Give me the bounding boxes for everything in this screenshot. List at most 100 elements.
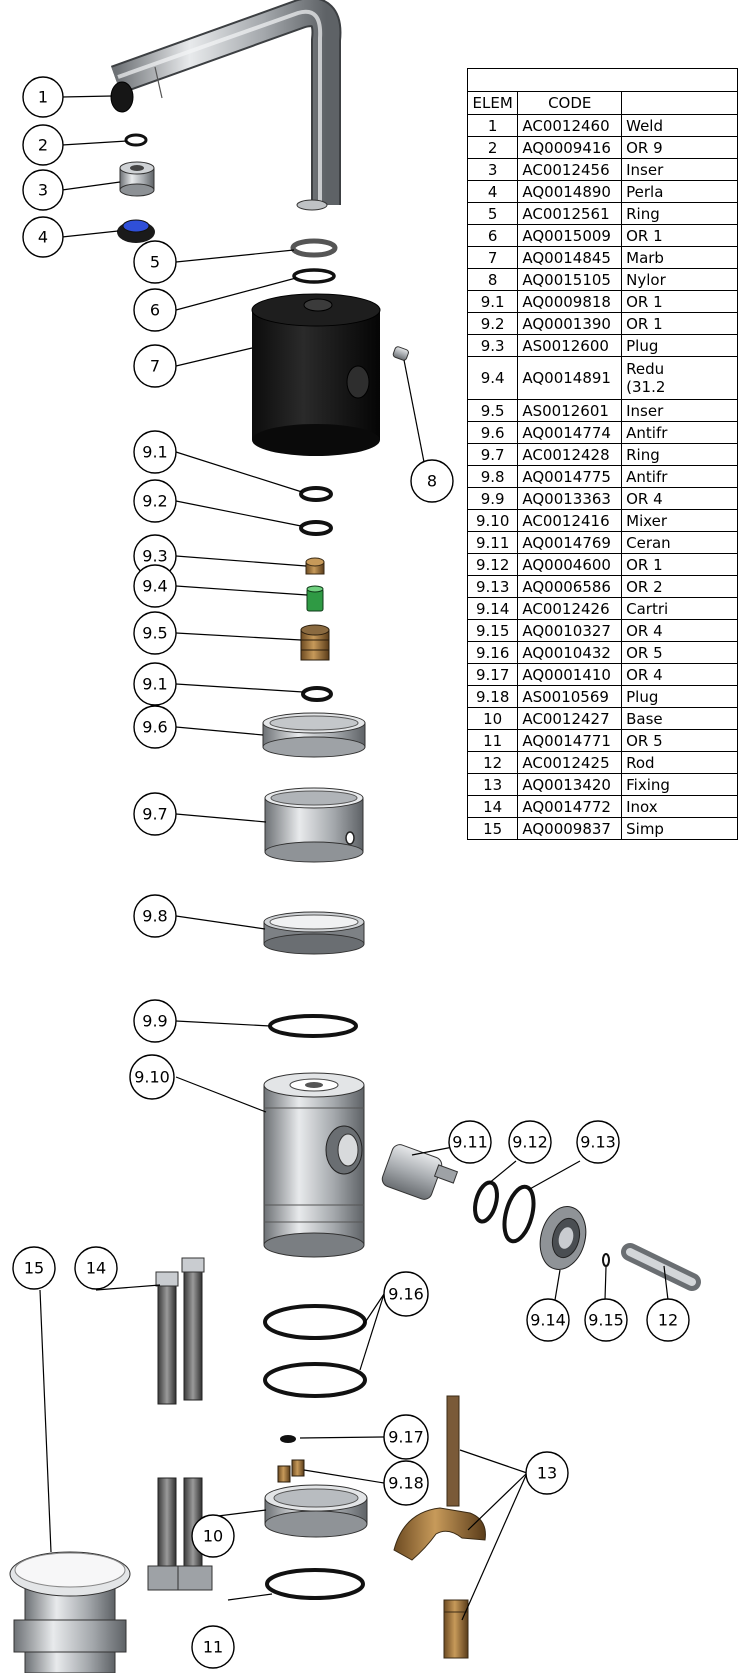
- bom-cell-description: Rod: [621, 751, 738, 774]
- bom-cell-elem: 9.6: [466, 421, 519, 444]
- bom-cell-code: AS0012601: [517, 399, 623, 422]
- ring-part-9-7: [264, 787, 364, 863]
- bom-cell-code: AQ0001390: [517, 312, 623, 335]
- svg-text:9.17: 9.17: [388, 1428, 424, 1447]
- callout-14: 14: [74, 1246, 118, 1290]
- leader-lines: [39, 95, 669, 1621]
- bom-cell-description: Ring: [621, 443, 738, 466]
- bom-cell-elem: 9.11: [466, 531, 519, 554]
- svg-text:9.13: 9.13: [580, 1133, 616, 1152]
- callout-12: 12: [646, 1298, 690, 1342]
- bom-cell-elem: 2: [466, 136, 519, 159]
- bom-cell-code: AQ0006586: [517, 575, 623, 598]
- bom-cell-elem: 9.1: [466, 290, 519, 313]
- callout-8: 8: [410, 459, 454, 503]
- antifriction-ring-part-9-8: [263, 911, 365, 955]
- bom-cell-code: AQ0013420: [517, 773, 623, 796]
- bom-header-code: CODE: [517, 91, 623, 115]
- callout-9-14: 9.14: [526, 1298, 570, 1342]
- bom-cell-description: Marb: [621, 246, 738, 269]
- svg-text:2: 2: [38, 136, 48, 155]
- svg-text:9.7: 9.7: [142, 805, 167, 824]
- callout-9-1-b: 9.1: [133, 662, 177, 706]
- o-ring-part-6: [292, 268, 336, 284]
- callout-9-3: 9.3: [133, 534, 177, 578]
- callout-6: 6: [133, 288, 177, 332]
- bom-cell-code: AQ0015009: [517, 224, 623, 247]
- bom-cell-code: AQ0014772: [517, 795, 623, 818]
- bom-cell-elem: 5: [466, 202, 519, 225]
- o-ring-part-2: [124, 133, 148, 147]
- bom-cell-code: AQ0014769: [517, 531, 623, 554]
- bom-cell-elem: 9.15: [466, 619, 519, 642]
- bom-cell-elem: 9.10: [466, 509, 519, 532]
- bom-cell-description: OR 5: [621, 641, 738, 664]
- svg-text:3: 3: [38, 181, 48, 200]
- callout-9-15: 9.15: [584, 1298, 628, 1342]
- antifriction-ring-part-9-6: [262, 712, 366, 758]
- bom-cell-code: AQ0013363: [517, 487, 623, 510]
- base-part-10: [264, 1484, 368, 1538]
- bom-cell-elem: 15: [466, 817, 519, 840]
- bom-cell-elem: 14: [466, 795, 519, 818]
- bom-cell-description: OR 1: [621, 290, 738, 313]
- bom-cell-elem: 4: [466, 180, 519, 203]
- bom-cell-elem: 9.13: [466, 575, 519, 598]
- insert-part-9-5: [300, 624, 330, 661]
- callout-9-2: 9.2: [133, 479, 177, 523]
- bom-cell-description: Mixer: [621, 509, 738, 532]
- mixer-body-part-9-10: [263, 1072, 365, 1258]
- bom-cell-description: Inser: [621, 399, 738, 422]
- bom-cell-code: AS0010569: [517, 685, 623, 708]
- svg-text:9.14: 9.14: [530, 1311, 566, 1330]
- svg-text:12: 12: [658, 1311, 678, 1330]
- bom-cell-description: OR 4: [621, 487, 738, 510]
- bom-cell-description: OR 1: [621, 224, 738, 247]
- svg-text:4: 4: [38, 228, 48, 247]
- svg-text:9.1: 9.1: [142, 443, 167, 462]
- o-ring-part-9-15: [602, 1253, 610, 1267]
- o-ring-part-9-1-b: [301, 686, 333, 702]
- o-ring-part-9-16-b: [263, 1362, 367, 1398]
- bom-cell-description: Ring: [621, 202, 738, 225]
- bom-title-row: [467, 68, 738, 92]
- o-ring-part-9-13: [502, 1184, 536, 1244]
- callout-1: 1: [22, 76, 64, 118]
- bom-cell-elem: 12: [466, 751, 519, 774]
- bom-cell-elem: 9.18: [466, 685, 519, 708]
- svg-text:9.10: 9.10: [134, 1068, 170, 1087]
- bom-cell-elem: 13: [466, 773, 519, 796]
- bom-cell-description: OR 4: [621, 619, 738, 642]
- waste-plug-part-15: [9, 1551, 131, 1673]
- callout-9-10: 9.10: [129, 1054, 175, 1100]
- callout-10: 10: [191, 1514, 235, 1558]
- bom-cell-elem: 9.12: [466, 553, 519, 576]
- callout-9-4: 9.4: [133, 564, 177, 608]
- bom-cell-code: AC0012561: [517, 202, 623, 225]
- o-ring-part-9-9: [268, 1014, 358, 1038]
- reducer-part-9-4: [306, 585, 324, 612]
- bom-cell-code: AQ0014775: [517, 465, 623, 488]
- o-ring-part-11: [265, 1568, 365, 1600]
- callout-5: 5: [133, 240, 177, 284]
- bom-cell-elem: 9.17: [466, 663, 519, 686]
- bom-header-description: [621, 91, 738, 115]
- bom-header-row: ELEM CODE: [466, 91, 738, 115]
- bom-cell-elem: 9.14: [466, 597, 519, 620]
- callout-9-6: 9.6: [133, 705, 177, 749]
- bom-cell-elem: 8: [466, 268, 519, 291]
- bom-header-elem: ELEM: [466, 91, 519, 115]
